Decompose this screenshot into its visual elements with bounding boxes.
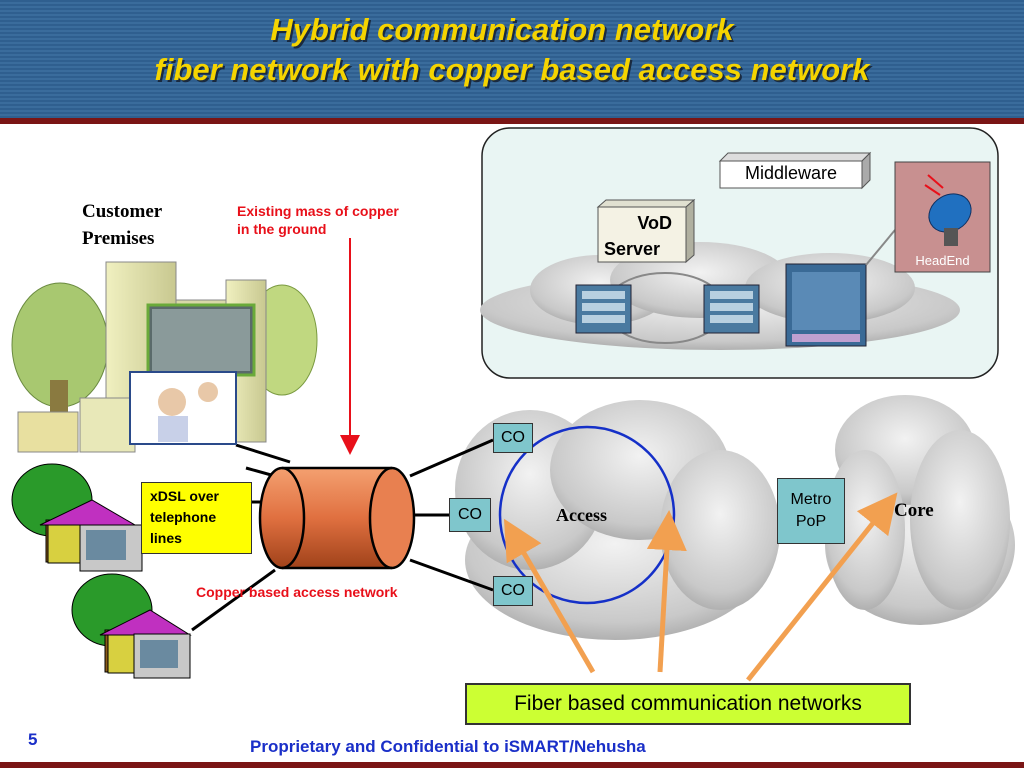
core-label: Core <box>894 500 934 521</box>
header-banner <box>0 0 1024 118</box>
existing-copper-label: Existing mass of copper in the ground <box>237 203 399 237</box>
orange-arrow <box>503 518 596 674</box>
router-icon <box>575 284 632 334</box>
photo-operators-icon <box>129 371 237 445</box>
home-icon <box>11 463 143 572</box>
co-node-middle: CO <box>449 498 491 532</box>
copper-line <box>191 568 276 632</box>
co-node-top: CO <box>493 423 533 453</box>
satellite-dish-icon <box>924 174 972 246</box>
footer-divider <box>0 762 1024 768</box>
orange-arrow <box>646 510 687 673</box>
slide-title: Hybrid communication network <box>270 12 734 47</box>
copper-access-label: Copper based access network <box>196 584 398 600</box>
core-rack-icon <box>785 263 867 347</box>
copper-line <box>409 558 494 592</box>
header-divider <box>0 118 1024 124</box>
middleware-box-icon <box>718 151 872 190</box>
page-number: 5 <box>28 730 38 749</box>
middleware-label: Middleware <box>744 163 838 183</box>
headend-link <box>865 229 896 266</box>
copper-line <box>409 438 494 478</box>
switch-icon <box>703 284 760 334</box>
copper-pipe-icon <box>258 466 416 570</box>
xdsl-label-box: xDSL over telephone lines <box>141 482 252 554</box>
fiber-networks-label-box: Fiber based communication networks <box>465 683 911 725</box>
orange-arrow <box>746 492 898 682</box>
slide-subtitle: fiber network with copper based access n… <box>154 52 870 87</box>
customer-premises-label: Customer Premises <box>82 201 163 249</box>
vod-server-label: VoD Server <box>604 213 672 259</box>
copper-line <box>235 443 291 464</box>
access-label: Access <box>556 505 607 525</box>
headend-label: HeadEnd <box>915 253 970 268</box>
footer-text: Proprietary and Confidential to iSMART/N… <box>250 737 646 756</box>
photo-call-center-icon <box>146 303 256 377</box>
metro-pop-node: Metro PoP <box>777 478 845 544</box>
vod-server-box-icon <box>596 198 696 264</box>
home-icon <box>71 573 192 679</box>
co-node-bottom: CO <box>493 576 533 606</box>
